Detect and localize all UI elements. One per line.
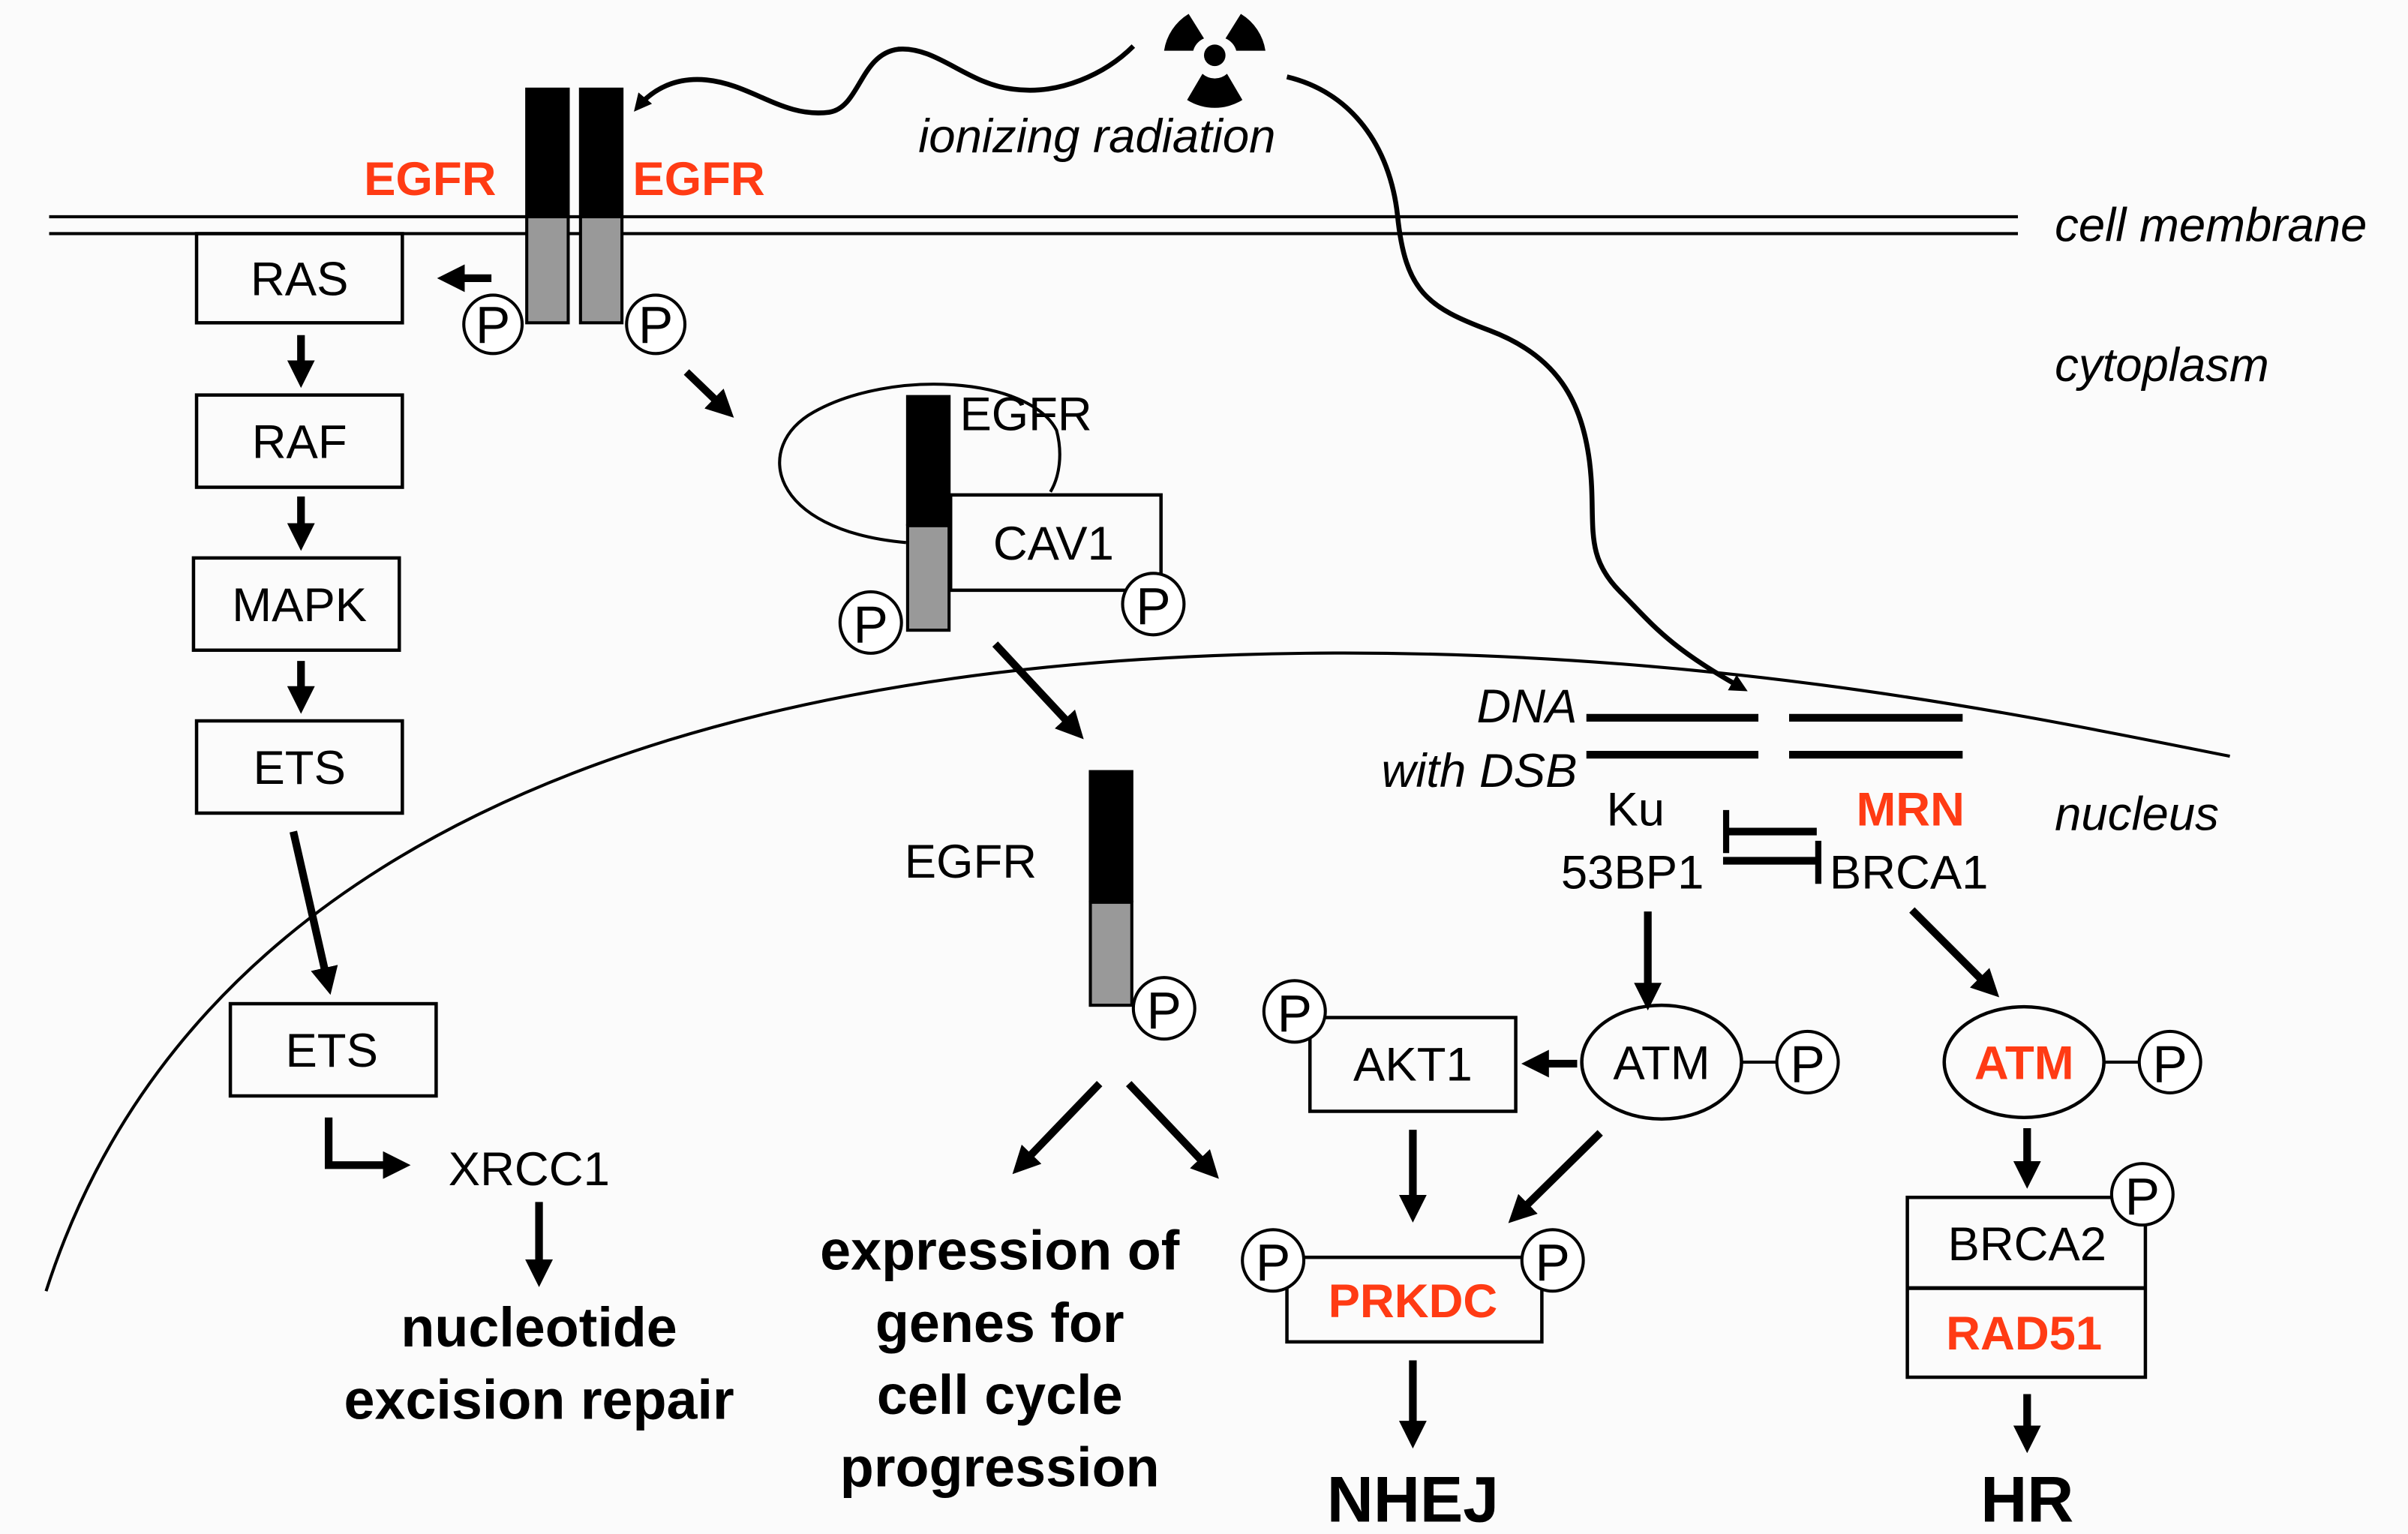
- ionizing-radiation-label: ionizing radiation: [918, 110, 1275, 163]
- svg-text:ETS: ETS: [285, 1025, 377, 1077]
- node-cav1[interactable]: CAV1: [948, 493, 1163, 593]
- arrow-egfr-to-cell-cycle: [1012, 1081, 1103, 1175]
- svg-text:P: P: [638, 296, 673, 354]
- phospho-nuclear-egfr: P: [1131, 976, 1196, 1041]
- arrow-ets-to-xrcc1: [324, 1117, 411, 1179]
- svg-text:CAV1: CAV1: [993, 518, 1114, 570]
- node-ets-cytoplasm[interactable]: ETS: [194, 719, 404, 815]
- egfr-label-right: EGFR: [632, 153, 764, 206]
- phospho-egfr-left: P: [462, 293, 524, 356]
- phospho-brca2: P: [2109, 1162, 2175, 1227]
- node-ku[interactable]: Ku: [1606, 783, 1665, 836]
- node-53bp1[interactable]: 53BP1: [1561, 846, 1704, 899]
- phospho-akt1: P: [1262, 979, 1327, 1044]
- inhibition-53bp1-to-brca1: [1722, 840, 1821, 884]
- node-xrcc1[interactable]: XRCC1: [449, 1143, 610, 1196]
- dna-label: DNA: [1476, 680, 1577, 733]
- arrow-brca1-to-atm: [1909, 907, 2000, 998]
- phospho-egfr-cav1: P: [838, 590, 903, 655]
- radiation-trefoil-icon: [1163, 14, 1266, 108]
- nuclear-egfr-label: EGFR: [905, 836, 1037, 888]
- node-prkdc[interactable]: PRKDC: [1285, 1255, 1544, 1344]
- egfr-receptor-left[interactable]: [525, 87, 570, 325]
- node-brca2-rad51[interactable]: BRCA2 RAD51: [1905, 1195, 2148, 1379]
- svg-text:P: P: [1278, 984, 1312, 1043]
- brca2-label: BRCA2: [1948, 1218, 2107, 1271]
- outcome-ner-line2: excision repair: [344, 1368, 734, 1430]
- svg-text:P: P: [1790, 1035, 1824, 1094]
- svg-text:P: P: [1535, 1233, 1569, 1292]
- dna-double-strand-break: [1586, 713, 1963, 759]
- svg-text:RAF: RAF: [252, 416, 347, 469]
- phospho-prkdc-left: P: [1241, 1228, 1306, 1293]
- svg-text:ATM: ATM: [1613, 1037, 1710, 1089]
- svg-text:AKT1: AKT1: [1353, 1038, 1473, 1091]
- label-cell-membrane: cell membrane: [2055, 200, 2367, 252]
- arrow-atm-to-prkdc: [1508, 1130, 1603, 1223]
- phospho-atm-nhej: P: [1775, 1029, 1840, 1094]
- egfr-label-cav1-complex: EGFR: [959, 389, 1091, 441]
- egfr-receptor-right[interactable]: [578, 87, 624, 325]
- node-atm-nhej[interactable]: ATM: [1580, 1003, 1743, 1121]
- svg-text:P: P: [476, 296, 510, 354]
- node-mapk[interactable]: MAPK: [191, 556, 401, 653]
- nuclear-egfr-receptor[interactable]: [1088, 770, 1133, 1007]
- arrow-cav1-complex-to-nuclear-egfr: [992, 641, 1084, 740]
- node-raf[interactable]: RAF: [194, 393, 404, 489]
- outcome-cell-cycle-line3: cell cycle: [877, 1364, 1123, 1426]
- svg-text:MAPK: MAPK: [232, 579, 367, 632]
- outcome-ner-line1: nucleotide: [401, 1296, 677, 1358]
- svg-text:P: P: [1256, 1233, 1290, 1292]
- outcome-cell-cycle-line4: progression: [840, 1436, 1160, 1498]
- egfr-label-left: EGFR: [364, 153, 496, 206]
- dna-dsb-label: with DSB: [1382, 745, 1578, 797]
- radiation-wave-to-egfr: [634, 44, 1136, 116]
- outcome-hr: HR: [1980, 1464, 2073, 1534]
- svg-text:P: P: [2125, 1167, 2160, 1226]
- outcome-cell-cycle-line2: genes for: [875, 1292, 1124, 1354]
- svg-text:P: P: [1136, 577, 1170, 635]
- caveola-membrane: [778, 383, 1061, 545]
- arrow-egfr-to-cav1-complex: [683, 369, 734, 418]
- svg-text:ETS: ETS: [253, 742, 345, 794]
- outcome-cell-cycle-line1: expression of: [820, 1220, 1180, 1282]
- svg-text:PRKDC: PRKDC: [1329, 1275, 1498, 1328]
- node-ras[interactable]: RAS: [194, 232, 404, 325]
- label-cytoplasm: cytoplasm: [2055, 339, 2269, 392]
- phospho-egfr-right: P: [625, 293, 687, 356]
- node-ets-nucleus[interactable]: ETS: [228, 1001, 438, 1098]
- phospho-atm-hr: P: [2137, 1029, 2202, 1094]
- phospho-prkdc-right: P: [1520, 1228, 1585, 1293]
- rad51-label: RAD51: [1946, 1307, 2102, 1360]
- nuclear-envelope: [44, 651, 2230, 1292]
- svg-text:P: P: [2152, 1035, 2187, 1094]
- radiation-wave-to-dna: [1286, 74, 1748, 692]
- node-mrn[interactable]: MRN: [1856, 783, 1965, 836]
- inhibition-mrn-to-ku: [1722, 809, 1817, 854]
- svg-text:RAS: RAS: [251, 253, 348, 305]
- egfr-cav1-receptor[interactable]: [905, 395, 951, 632]
- label-nucleus: nucleus: [2055, 788, 2219, 840]
- outcome-nhej: NHEJ: [1327, 1464, 1499, 1534]
- svg-text:P: P: [854, 595, 888, 653]
- phospho-cav1: P: [1121, 572, 1186, 637]
- node-akt1[interactable]: AKT1: [1308, 1016, 1518, 1113]
- svg-text:ATM: ATM: [1974, 1037, 2074, 1089]
- node-brca1[interactable]: BRCA1: [1830, 846, 1989, 899]
- arrow-egfr-to-prkdc: [1125, 1081, 1219, 1179]
- svg-text:P: P: [1147, 981, 1181, 1040]
- arrow-ets-to-nucleus: [290, 830, 338, 995]
